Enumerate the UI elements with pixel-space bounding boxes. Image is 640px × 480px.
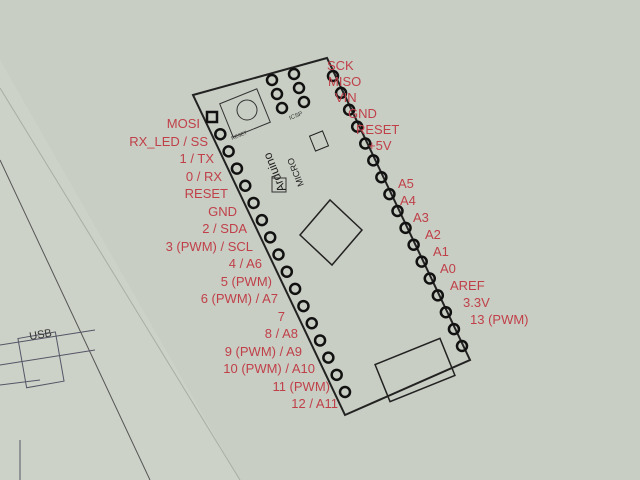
- left-pin-label: 7: [277, 308, 285, 324]
- left-pin-label: 3 (PWM) / SCL: [165, 238, 253, 254]
- left-pin-label: 5 (PWM): [220, 273, 272, 289]
- board-subtitle: MICRO: [285, 156, 306, 188]
- board-outline: [191, 56, 472, 417]
- pin-hole: [447, 322, 461, 336]
- pin-hole: [297, 299, 310, 313]
- schematic-border: [0, 159, 151, 480]
- pin-hole: [326, 69, 340, 83]
- pin-hole: [297, 95, 311, 109]
- left-sheet: [0, 60, 240, 480]
- pin-hole: [367, 154, 380, 167]
- pin-hole: [350, 120, 364, 133]
- pin-hole: [265, 73, 279, 87]
- pin-hole: [375, 171, 388, 184]
- right-pin-label: A0: [440, 261, 456, 276]
- sheet-edge: [0, 87, 241, 480]
- right-pin-label: A4: [400, 193, 416, 208]
- left-pin-label: 1 / TX: [179, 151, 214, 166]
- reset-button: [219, 88, 271, 138]
- right-pin-label: 13 (PWM): [470, 312, 529, 327]
- right-pin-label: SCK: [327, 58, 354, 73]
- right-pin-label: MISO: [328, 74, 362, 89]
- pin-hole: [322, 351, 335, 364]
- left-pin-label: 11 (PWM): [272, 378, 330, 394]
- right-pin-label: A5: [398, 176, 414, 191]
- reset-silk: RESET: [231, 130, 249, 142]
- left-pin-label: 9 (PWM) / A9: [224, 343, 302, 359]
- pin-hole: [230, 162, 244, 175]
- right-pin-label: AREF: [450, 278, 485, 293]
- pin-hole: [330, 368, 343, 382]
- pin-hole: [455, 339, 469, 353]
- left-pin-label: MOSI: [166, 116, 200, 131]
- right-pin-label: RESET: [356, 122, 400, 137]
- right-pin-label: A3: [413, 210, 429, 225]
- right-pin-label: 3.3V: [463, 295, 490, 310]
- pin-hole: [239, 179, 252, 192]
- pin-hole: [247, 196, 260, 210]
- pin-hole: [272, 248, 285, 261]
- left-pin-label: 2 / SDA: [202, 221, 247, 236]
- pin-hole: [391, 204, 404, 218]
- usb-connector: [374, 337, 456, 403]
- led-pad: [271, 177, 287, 193]
- pin-hole: [334, 86, 348, 100]
- right-pin-label: VIN: [335, 90, 357, 105]
- left-pin-label: 10 (PWM) / A10: [223, 361, 315, 376]
- pin-hole: [222, 145, 235, 158]
- pin-hole: [270, 87, 284, 101]
- pin-hole: [431, 289, 445, 302]
- right-pin-label: A1: [433, 244, 449, 259]
- right-pin-label: GND: [348, 106, 377, 121]
- pin-hole: [275, 101, 289, 115]
- left-pin-label: GND: [208, 203, 237, 219]
- pin-hole: [288, 282, 302, 296]
- left-pin-label: 8 / A8: [264, 326, 298, 341]
- left-pin-label: RX_LED / SS: [129, 133, 208, 149]
- pin-hole: [383, 187, 396, 201]
- left-pin-label: 6 (PWM) / A7: [200, 291, 278, 306]
- pin-hole: [205, 110, 219, 124]
- pin-hole: [255, 213, 269, 227]
- left-pin-label: 4 / A6: [228, 256, 262, 271]
- pin-hole: [359, 137, 372, 150]
- pin-hole: [214, 127, 227, 141]
- pin-hole: [399, 221, 412, 235]
- pin-hole: [287, 67, 301, 81]
- pin-hole: [305, 317, 318, 330]
- pin-hole: [342, 103, 356, 116]
- pin-hole: [338, 385, 352, 399]
- regulator: [308, 130, 330, 152]
- pin-hole: [407, 238, 420, 251]
- right-pin-label: A2: [425, 227, 441, 242]
- left-pin-label: 12 / A11: [291, 396, 338, 411]
- chip-outline: [298, 198, 364, 267]
- pin-hole: [292, 81, 306, 95]
- pin-hole: [313, 334, 327, 347]
- icsp-silk: ICSP: [289, 111, 304, 122]
- right-pin-label: +5V: [368, 138, 392, 153]
- pin-hole: [415, 255, 428, 268]
- left-pin-label: 0 / RX: [185, 168, 222, 184]
- pin-hole: [280, 265, 294, 278]
- pin-hole: [263, 231, 277, 244]
- reset-button-cap: [236, 99, 258, 121]
- usb-label: USB: [28, 327, 52, 343]
- schematic-fragment: [0, 329, 96, 480]
- pin-hole: [439, 306, 453, 319]
- board-title: Arduino: [260, 150, 289, 194]
- left-pin-label: RESET: [184, 186, 228, 201]
- pin-hole: [423, 272, 436, 285]
